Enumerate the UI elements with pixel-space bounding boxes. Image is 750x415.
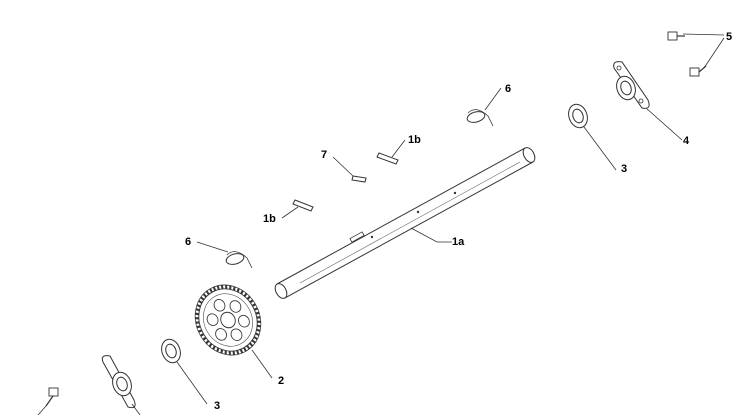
callout-6-top: 6 [505,83,511,95]
pin [351,175,367,183]
bolt-bottom [689,65,707,77]
bolt-top [667,31,685,41]
callout-1a: 1a [452,236,465,248]
key-pin-left [292,199,314,212]
washer-right [568,103,588,129]
shaft [274,147,536,299]
key-pin-top [376,152,399,165]
callout-6-left: 6 [185,236,191,248]
flange-bearing-left [101,355,136,409]
callout-7: 7 [321,149,327,161]
callout-3-left: 3 [214,400,220,412]
hairpin-clip-left [225,251,253,269]
hairpin-clip-top [466,109,494,127]
gear [194,284,262,356]
callout-1b-left: 1b [263,213,276,225]
washer-left [161,338,181,364]
callout-3-right: 3 [621,163,627,175]
flange-bearing-right [613,61,650,109]
bolt-left [45,387,59,407]
callout-4: 4 [683,135,690,147]
callout-1b-top: 1b [408,134,421,146]
callout-2: 2 [278,375,284,387]
callout-5: 5 [726,31,732,43]
